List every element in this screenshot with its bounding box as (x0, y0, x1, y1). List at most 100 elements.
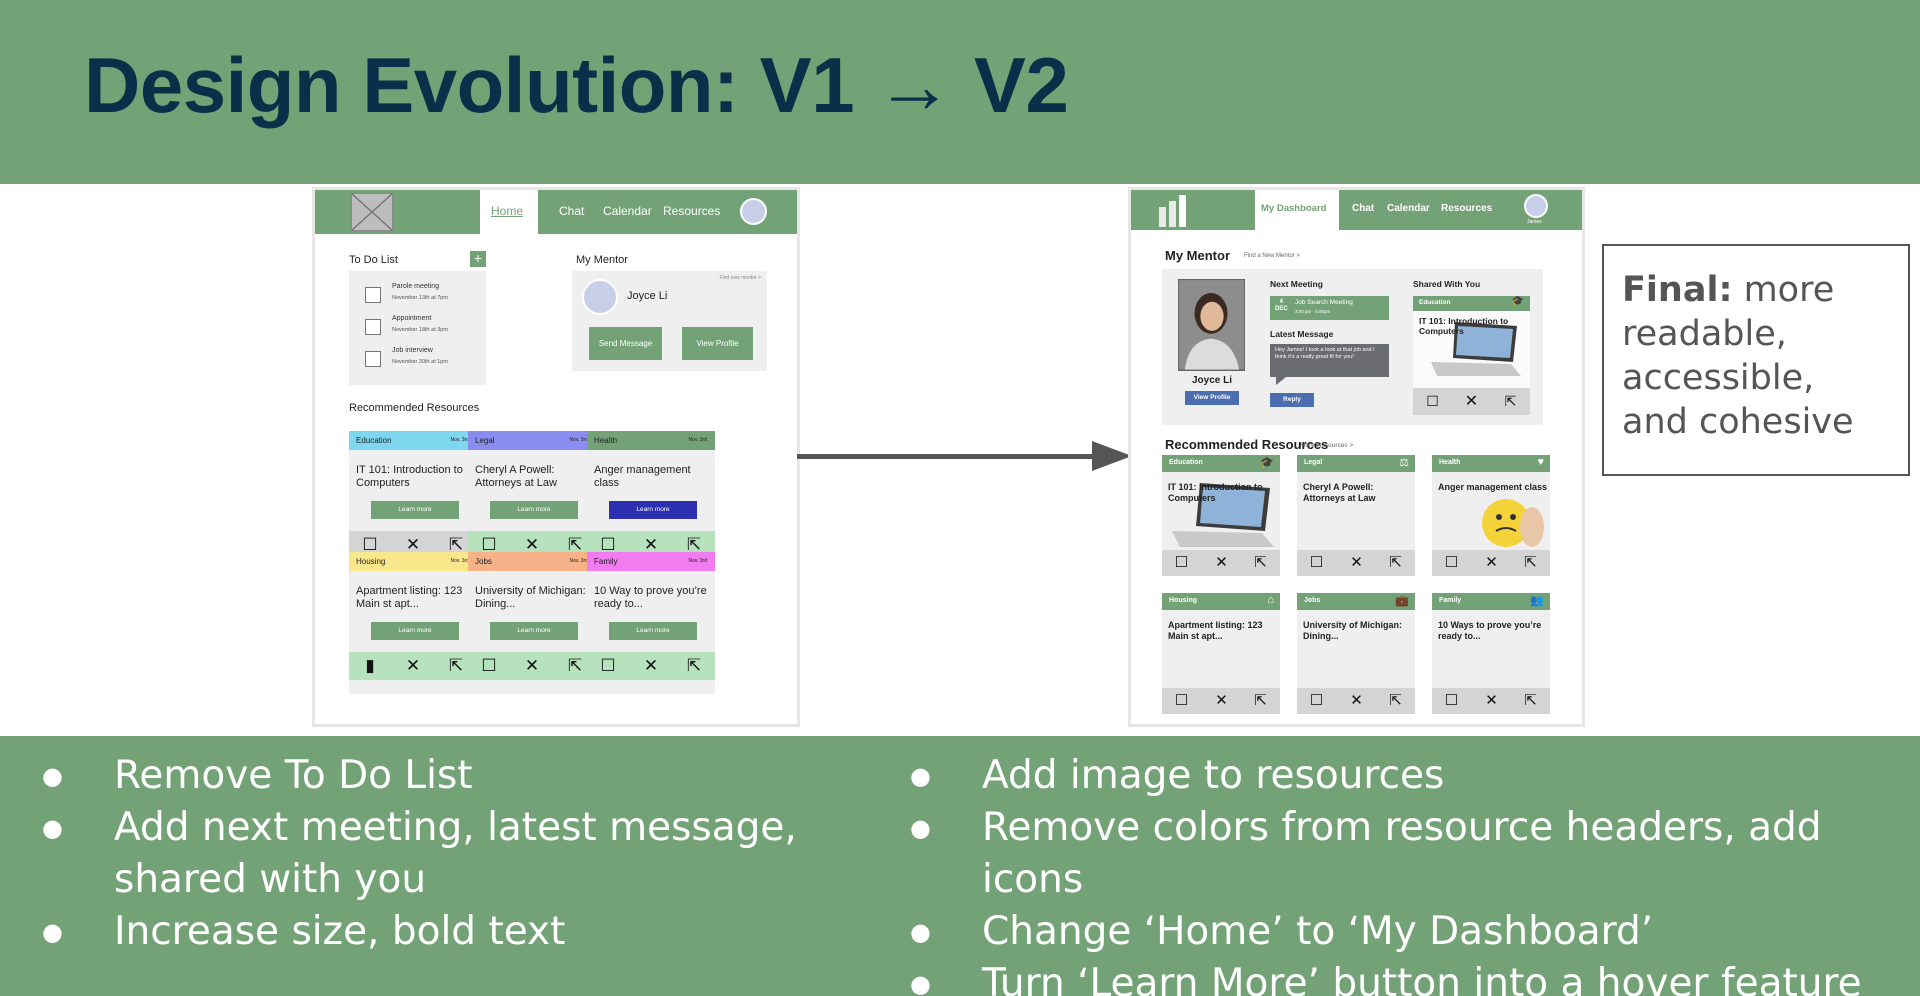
v1-wireframe: Home Chat Calendar Resources To Do List … (312, 187, 800, 727)
share-icon[interactable]: ⇱ (448, 656, 464, 675)
bookmark-icon[interactable]: ▮ (365, 656, 375, 675)
shared-resource-card[interactable]: Education 🎓 IT 101: Introduction to Comp… (1413, 296, 1530, 415)
bullet-item: Remove colors from resource headers, add… (910, 802, 1910, 906)
next-meeting-card[interactable]: 4 DEC Job Search Meeting 3:00 pm - 5:00p… (1270, 296, 1389, 320)
slide-title: Design Evolution: V1 → V2 (84, 41, 1069, 129)
v1-todo-date: November 18th at 3pm (392, 327, 448, 333)
v1-tab-resources[interactable]: Resources (663, 204, 721, 218)
share-icon[interactable]: ⇱ (567, 535, 583, 554)
v1-send-message-button[interactable]: Send Message (589, 327, 662, 360)
bookmark-icon[interactable]: ☐ (1309, 692, 1324, 709)
close-icon[interactable]: ✕ (405, 656, 421, 675)
bookmark-icon[interactable]: ☐ (600, 656, 616, 675)
bookmark-icon[interactable]: ☐ (1309, 554, 1324, 571)
close-icon[interactable]: ✕ (524, 535, 540, 554)
meeting-date: 4 DEC (1275, 299, 1288, 313)
meeting-name: Job Search Meeting (1295, 299, 1353, 306)
v2-mentor-name: Joyce Li (1192, 375, 1233, 386)
v1-find-mentor-link[interactable]: Find new mentor > (719, 275, 761, 281)
close-icon[interactable]: ✕ (1485, 692, 1498, 709)
share-icon[interactable]: ⇱ (567, 656, 583, 675)
share-icon[interactable]: ⇱ (1254, 554, 1267, 571)
v2-resource-card[interactable]: Housing⌂Apartment listing: 123 Main st a… (1162, 593, 1280, 714)
close-icon[interactable]: ✕ (1485, 554, 1498, 571)
v2-view-profile-button[interactable]: View Profile (1185, 391, 1239, 405)
close-icon[interactable]: ✕ (1350, 554, 1363, 571)
v2-resource-card[interactable]: Family👥10 Ways to prove you’re ready to.… (1432, 593, 1550, 714)
v2-resource-card[interactable]: Jobs💼University of Michigan: Dining...☐✕… (1297, 593, 1415, 714)
bookmark-icon[interactable]: ☐ (362, 535, 378, 554)
bookmark-icon[interactable]: ☐ (1174, 692, 1189, 709)
bookmark-icon[interactable]: ☐ (1444, 692, 1459, 709)
learn-more-button[interactable]: Learn more (371, 501, 459, 519)
learn-more-button[interactable]: Learn more (371, 622, 459, 640)
v1-tab-calendar[interactable]: Calendar (603, 204, 652, 218)
bullet-list-right: Add image to resources Remove colors fro… (910, 750, 1910, 996)
v2-tab-resources[interactable]: Resources (1441, 203, 1493, 214)
share-icon[interactable]: ⇱ (1254, 692, 1267, 709)
share-icon[interactable]: ⇱ (1389, 554, 1402, 571)
v2-tab-my-dashboard[interactable]: My Dashboard (1255, 190, 1339, 230)
v2-find-mentor-link[interactable]: Find a New Mentor > (1244, 253, 1300, 259)
share-icon[interactable]: ⇱ (1524, 554, 1537, 571)
resource-image (1166, 477, 1276, 549)
v2-mentor-panel: Joyce Li View Profile Next Meeting 4 DEC… (1162, 269, 1543, 425)
v2-tab-chat[interactable]: Chat (1352, 203, 1375, 214)
close-icon[interactable]: ✕ (643, 656, 659, 675)
v1-mentor-panel: Find new mentor > Joyce Li Send Message … (572, 271, 767, 371)
learn-more-button[interactable]: Learn more (490, 622, 578, 640)
v1-card-title: IT 101: Introduction to Computers (356, 464, 463, 489)
v2-user-avatar[interactable] (1524, 194, 1548, 218)
v1-card-title: Cheryl A Powell: Attorneys at Law (475, 464, 557, 489)
v2-recommended-title: Recommended Resources (1165, 437, 1329, 452)
v1-todo-checkbox[interactable] (365, 351, 381, 367)
bookmark-icon[interactable]: ☐ (600, 535, 616, 554)
share-icon[interactable]: ⇱ (448, 535, 464, 554)
bookmark-icon[interactable]: ☐ (481, 535, 497, 554)
v1-todo-checkbox[interactable] (365, 319, 381, 335)
close-icon[interactable]: ✕ (1215, 554, 1228, 571)
v1-view-profile-button[interactable]: View Profile (682, 327, 753, 360)
reply-button[interactable]: Reply (1270, 393, 1314, 407)
close-icon[interactable]: ✕ (524, 656, 540, 675)
share-icon[interactable]: ⇱ (686, 535, 702, 554)
bookmark-icon[interactable]: ☐ (1174, 554, 1189, 571)
v2-tab-calendar[interactable]: Calendar (1387, 203, 1430, 214)
share-icon[interactable]: ⇱ (1524, 692, 1537, 709)
v1-todo-add-button[interactable]: + (470, 251, 486, 267)
v1-tab-chat[interactable]: Chat (559, 204, 585, 218)
v1-user-avatar[interactable] (740, 198, 767, 225)
v2-resource-card[interactable]: Legal⚖Cheryl A Powell: Attorneys at Law☐… (1297, 455, 1415, 576)
v2-resource-card[interactable]: Education🎓IT 101: Introduction to Comput… (1162, 455, 1280, 576)
learn-more-button[interactable]: Learn more (490, 501, 578, 519)
v2-card-title: Anger management class (1438, 482, 1548, 492)
share-icon[interactable]: ⇱ (1504, 393, 1517, 409)
close-icon[interactable]: ✕ (1464, 393, 1479, 410)
close-icon[interactable]: ✕ (1350, 692, 1363, 709)
v1-tab-home[interactable]: Home (480, 190, 538, 234)
learn-more-button[interactable]: Learn more (609, 501, 697, 519)
share-icon[interactable]: ⇱ (686, 656, 702, 675)
v1-todo-checkbox[interactable] (365, 287, 381, 303)
close-icon[interactable]: ✕ (643, 535, 659, 554)
share-icon[interactable]: ⇱ (1389, 692, 1402, 709)
bookmark-icon[interactable]: ☐ (481, 656, 497, 675)
v2-card-title: IT 101: Introduction to Computers (1168, 482, 1263, 503)
v1-card-date: Nov. 3rd (450, 437, 469, 443)
v1-card-title: Apartment listing: 123 Main st apt... (356, 585, 463, 610)
close-icon[interactable]: ✕ (405, 535, 421, 554)
bookmark-icon[interactable]: ☐ (1444, 554, 1459, 571)
v1-todo-title: To Do List (349, 254, 398, 266)
more-resources-link[interactable]: More Resources > (1300, 442, 1354, 449)
v2-resource-card[interactable]: Health♥Anger management class☐✕⇱ (1432, 455, 1550, 576)
close-icon[interactable]: ✕ (1215, 692, 1228, 709)
bookmark-icon[interactable]: ☐ (1426, 393, 1439, 409)
final-summary-box: Final: more readable, accessible, and co… (1602, 244, 1910, 476)
v2-nav-bar: My Dashboard Chat Calendar Resources Jam… (1131, 190, 1582, 230)
learn-more-button[interactable]: Learn more (609, 622, 697, 640)
